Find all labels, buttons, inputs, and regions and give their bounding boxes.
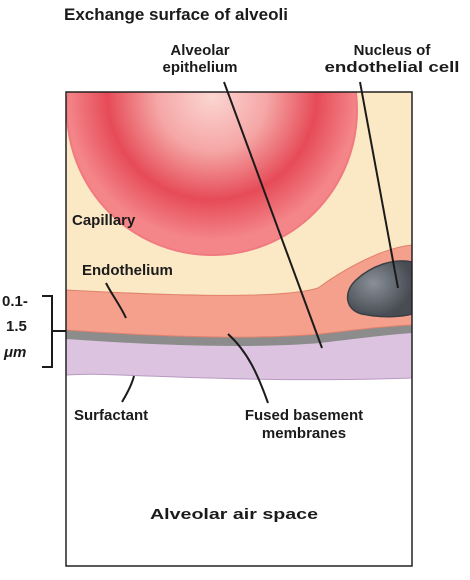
label-nucleus-1: Nucleus of [354, 42, 432, 59]
label-alveolar-epithelium-2: epithelium [162, 59, 237, 76]
label-air-space: Alveolar air space [150, 506, 318, 523]
label-surfactant: Surfactant [74, 407, 148, 424]
label-nucleus-2: endothelial cell [325, 59, 460, 76]
diagram-title: Exchange surface of alveoli [64, 5, 288, 24]
thickness-bracket [42, 296, 66, 367]
label-capillary: Capillary [72, 212, 136, 229]
label-fused-membranes-2: membranes [262, 425, 346, 442]
label-thickness-2: 1.5 [6, 318, 27, 335]
label-endothelium: Endothelium [82, 262, 173, 279]
label-thickness-1: 0.1- [2, 293, 28, 310]
label-alveolar-epithelium-1: Alveolar [170, 42, 229, 59]
label-thickness-3: μm [3, 344, 26, 361]
label-fused-membranes-1: Fused basement [245, 407, 363, 424]
